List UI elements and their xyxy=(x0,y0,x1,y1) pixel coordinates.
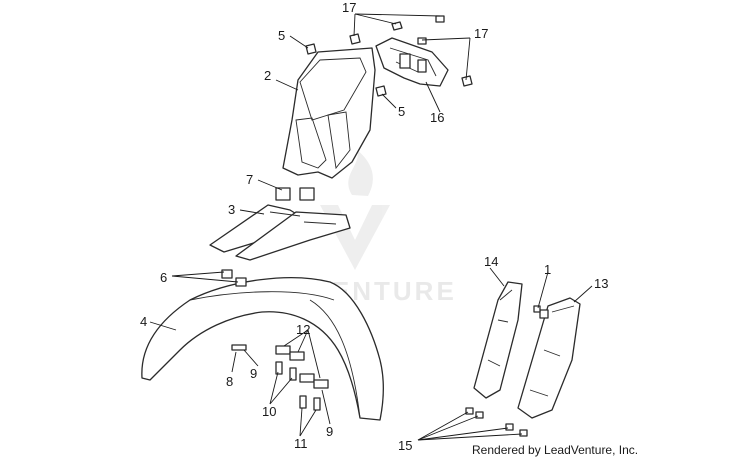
fork-cover-screws xyxy=(465,305,541,437)
callout-17-right: 17 xyxy=(474,26,488,41)
callout-4: 4 xyxy=(140,314,147,329)
callout-6: 6 xyxy=(160,270,167,285)
mudguard-fasteners xyxy=(231,344,329,411)
front-fork-guards xyxy=(209,187,351,261)
render-credit: Rendered by LeadVenture, Inc. xyxy=(472,443,638,457)
callout-11: 11 xyxy=(294,436,308,451)
callout-3: 3 xyxy=(228,202,235,217)
callout-13: 13 xyxy=(594,276,608,291)
callout-12: 12 xyxy=(296,322,310,337)
callout-1: 1 xyxy=(544,262,551,277)
callout-17-top: 17 xyxy=(342,0,356,15)
callout-7: 7 xyxy=(246,172,253,187)
callouts: 17 17 5 2 5 16 7 3 6 4 12 8 9 10 11 9 14… xyxy=(140,0,608,453)
front-mudguard xyxy=(141,269,385,421)
callout-2: 2 xyxy=(264,68,271,83)
leader-lines xyxy=(149,13,593,441)
callout-16: 16 xyxy=(430,110,444,125)
callout-5-lower: 5 xyxy=(398,104,405,119)
headlight-fairing xyxy=(282,47,376,179)
fork-cover-right xyxy=(517,297,581,419)
callout-15: 15 xyxy=(398,438,412,453)
callout-9-left: 9 xyxy=(250,366,257,381)
callout-5-top: 5 xyxy=(278,28,285,43)
callout-9-right: 9 xyxy=(326,424,333,439)
callout-14: 14 xyxy=(484,254,498,269)
callout-8: 8 xyxy=(226,374,233,389)
fork-cover-left xyxy=(473,281,523,399)
callout-10: 10 xyxy=(262,404,276,419)
headlight-bracket xyxy=(375,37,449,87)
